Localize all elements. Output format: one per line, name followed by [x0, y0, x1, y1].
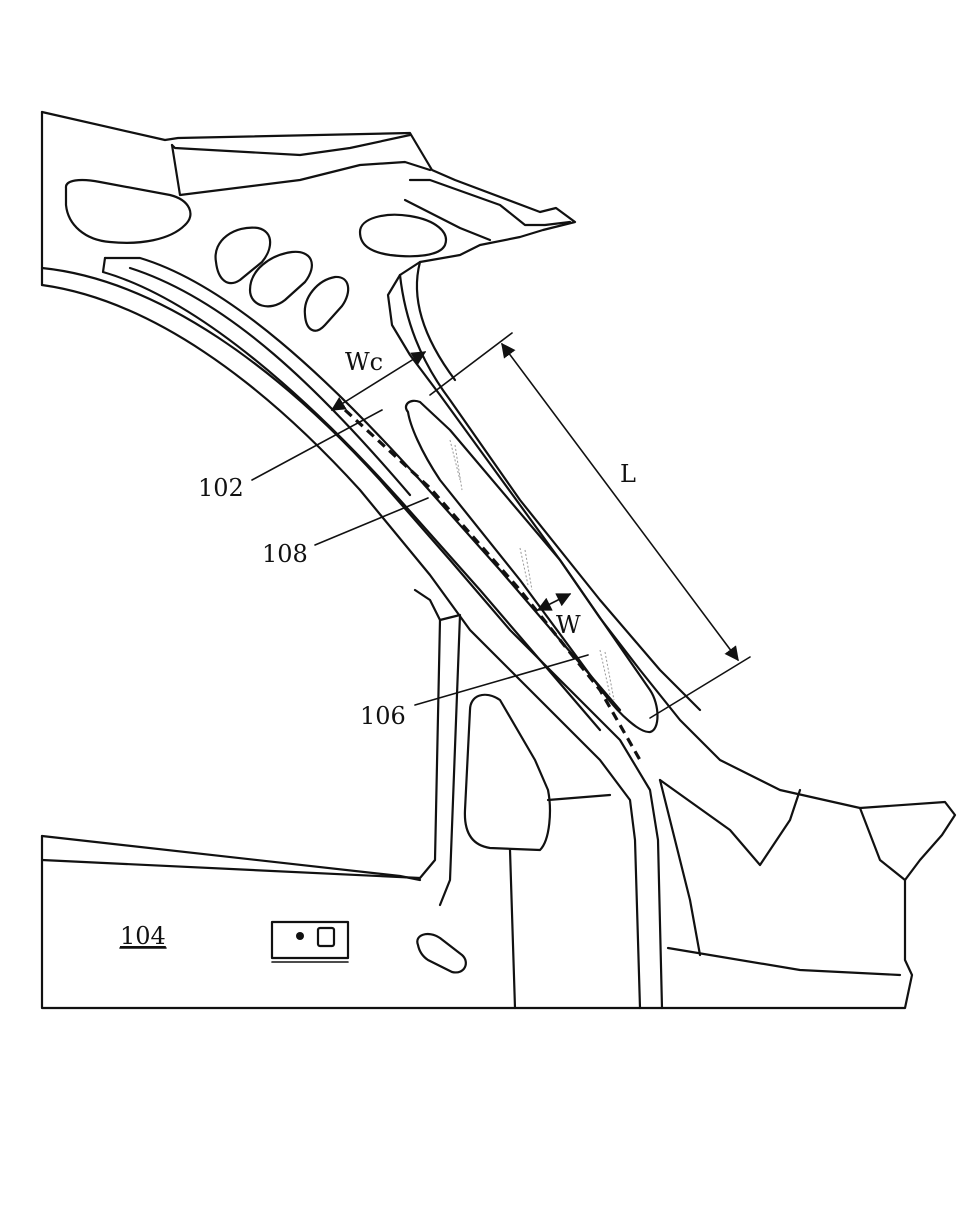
- label-106: 106: [360, 702, 406, 730]
- connector-dot-icon: [296, 932, 304, 940]
- label-102: 102: [198, 474, 244, 502]
- body-panel-outline: [40, 110, 957, 1010]
- dimension-l: [429, 332, 751, 719]
- label-104: 104: [120, 922, 166, 950]
- dimension-wc: [330, 351, 427, 411]
- dimension-w: [536, 593, 572, 611]
- label-w: W: [556, 611, 581, 639]
- label-wc: Wc: [345, 348, 383, 376]
- leader-102: [251, 409, 383, 481]
- leader-108: [314, 497, 429, 546]
- roof-rail-channel: [170, 133, 572, 242]
- b-pillar-structure: [40, 588, 907, 1010]
- dashed-centerline: [343, 408, 642, 761]
- leader-106: [414, 654, 589, 706]
- door-details: [270, 920, 467, 974]
- panel-cutouts: [64, 178, 448, 332]
- label-l: L: [620, 460, 636, 488]
- label-108: 108: [262, 540, 308, 568]
- connector-block: [270, 920, 350, 960]
- reinforcement-patch: [404, 399, 659, 734]
